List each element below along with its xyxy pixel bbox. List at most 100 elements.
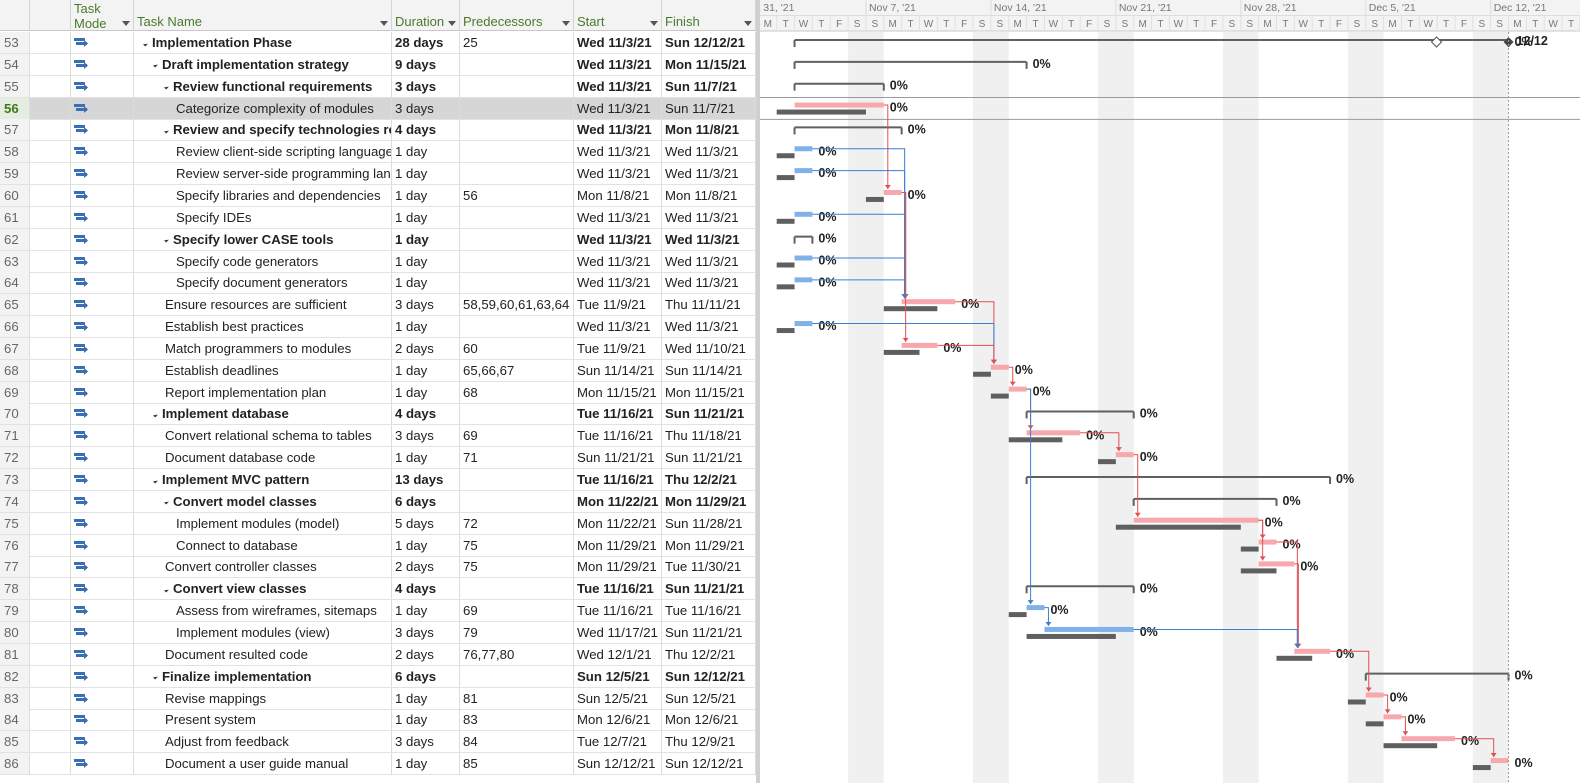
collapse-toggle-icon[interactable] <box>153 674 158 680</box>
task-mode-cell[interactable] <box>71 490 134 513</box>
task-name-cell[interactable]: Document database code <box>134 447 392 470</box>
duration-cell[interactable]: 1 day <box>392 534 460 557</box>
predecessors-cell[interactable] <box>460 75 574 98</box>
task-name-cell[interactable]: Implement database <box>134 403 392 426</box>
task-name-cell[interactable]: Document a user guide manual <box>134 753 392 776</box>
predecessors-cell[interactable]: 58,59,60,61,63,64 <box>460 294 574 317</box>
finish-cell[interactable]: Wed 11/3/21 <box>662 163 756 186</box>
start-cell[interactable]: Wed 11/3/21 <box>574 141 662 164</box>
task-mode-cell[interactable] <box>71 75 134 98</box>
row-id-cell[interactable]: 82 <box>0 665 30 688</box>
finish-cell[interactable]: Mon 12/6/21 <box>662 709 756 732</box>
row-id-cell[interactable]: 65 <box>0 294 30 317</box>
start-cell[interactable]: Wed 11/3/21 <box>574 228 662 251</box>
predecessors-cell[interactable]: 76,77,80 <box>460 643 574 666</box>
predecessors-cell[interactable]: 69 <box>460 600 574 623</box>
row-id-cell[interactable]: 60 <box>0 184 30 207</box>
task-name-cell[interactable]: Specify code generators <box>134 250 392 273</box>
finish-cell[interactable]: Tue 11/16/21 <box>662 600 756 623</box>
task-name-cell[interactable]: Implement MVC pattern <box>134 469 392 491</box>
finish-cell[interactable]: Mon 11/29/21 <box>662 534 756 557</box>
finish-header[interactable]: Finish <box>662 0 756 31</box>
collapse-toggle-icon[interactable] <box>153 412 158 418</box>
predecessors-cell[interactable]: 85 <box>460 753 574 776</box>
duration-cell[interactable]: 3 days <box>392 97 460 120</box>
task-mode-cell[interactable] <box>71 403 134 426</box>
finish-cell[interactable]: Sun 11/7/21 <box>662 75 756 98</box>
start-cell[interactable]: Wed 11/3/21 <box>574 53 662 76</box>
task-name-header[interactable]: Task Name <box>134 0 392 31</box>
predecessors-cell[interactable] <box>460 665 574 688</box>
filter-dropdown-icon[interactable] <box>122 21 130 26</box>
row-id-cell[interactable]: 86 <box>0 753 30 776</box>
task-name-cell[interactable]: Specify libraries and dependencies <box>134 184 392 207</box>
finish-cell[interactable]: Sun 11/28/21 <box>662 512 756 535</box>
finish-cell[interactable]: Sun 12/12/21 <box>662 32 756 54</box>
finish-cell[interactable]: Thu 12/2/21 <box>662 643 756 666</box>
task-mode-cell[interactable] <box>71 97 134 120</box>
task-name-cell[interactable]: Implement modules (model) <box>134 512 392 535</box>
row-id-cell[interactable]: 72 <box>0 447 30 470</box>
duration-cell[interactable]: 6 days <box>392 665 460 688</box>
task-name-cell[interactable]: Ensure resources are sufficient <box>134 294 392 317</box>
row-id-cell[interactable]: 68 <box>0 359 30 382</box>
duration-header[interactable]: Duration <box>392 0 460 31</box>
finish-cell[interactable]: Wed 11/3/21 <box>662 316 756 339</box>
task-mode-cell[interactable] <box>71 163 134 186</box>
duration-cell[interactable]: 1 day <box>392 447 460 470</box>
predecessors-cell[interactable]: 79 <box>460 621 574 644</box>
finish-cell[interactable]: Sun 11/21/21 <box>662 403 756 426</box>
start-cell[interactable]: Wed 11/3/21 <box>574 97 662 120</box>
row-id-cell[interactable]: 58 <box>0 141 30 164</box>
predecessors-cell[interactable]: 72 <box>460 512 574 535</box>
start-cell[interactable]: Mon 11/29/21 <box>574 534 662 557</box>
task-name-cell[interactable]: Draft implementation strategy <box>134 53 392 76</box>
predecessors-cell[interactable]: 75 <box>460 534 574 557</box>
task-mode-cell[interactable] <box>71 643 134 666</box>
start-cell[interactable]: Wed 11/17/21 <box>574 621 662 644</box>
finish-cell[interactable]: Sun 11/21/21 <box>662 621 756 644</box>
finish-cell[interactable]: Mon 11/15/21 <box>662 53 756 76</box>
task-name-cell[interactable]: Establish best practices <box>134 316 392 339</box>
predecessors-cell[interactable] <box>460 403 574 426</box>
finish-cell[interactable]: Wed 11/3/21 <box>662 141 756 164</box>
task-name-cell[interactable]: Implementation Phase <box>134 32 392 54</box>
collapse-toggle-icon[interactable] <box>164 499 169 505</box>
task-mode-cell[interactable] <box>71 731 134 754</box>
collapse-toggle-icon[interactable] <box>164 84 169 90</box>
finish-cell[interactable]: Sun 11/21/21 <box>662 578 756 601</box>
view-splitter[interactable] <box>756 0 760 783</box>
predecessors-cell[interactable]: 84 <box>460 731 574 754</box>
start-cell[interactable]: Wed 11/3/21 <box>574 119 662 142</box>
task-name-cell[interactable]: Specify IDEs <box>134 206 392 229</box>
finish-cell[interactable]: Thu 12/9/21 <box>662 731 756 754</box>
predecessors-header[interactable]: Predecessors <box>460 0 574 31</box>
start-cell[interactable]: Tue 11/9/21 <box>574 294 662 317</box>
predecessors-cell[interactable]: 60 <box>460 337 574 360</box>
predecessors-cell[interactable]: 81 <box>460 687 574 710</box>
row-id-cell[interactable]: 57 <box>0 119 30 142</box>
row-id-cell[interactable]: 66 <box>0 316 30 339</box>
start-cell[interactable]: Wed 11/3/21 <box>574 32 662 54</box>
predecessors-cell[interactable]: 65,66,67 <box>460 359 574 382</box>
duration-cell[interactable]: 28 days <box>392 32 460 54</box>
start-cell[interactable]: Sun 12/5/21 <box>574 665 662 688</box>
task-mode-cell[interactable] <box>71 381 134 404</box>
task-mode-cell[interactable] <box>71 753 134 776</box>
collapse-toggle-icon[interactable] <box>143 41 148 46</box>
finish-cell[interactable]: Thu 12/2/21 <box>662 469 756 491</box>
